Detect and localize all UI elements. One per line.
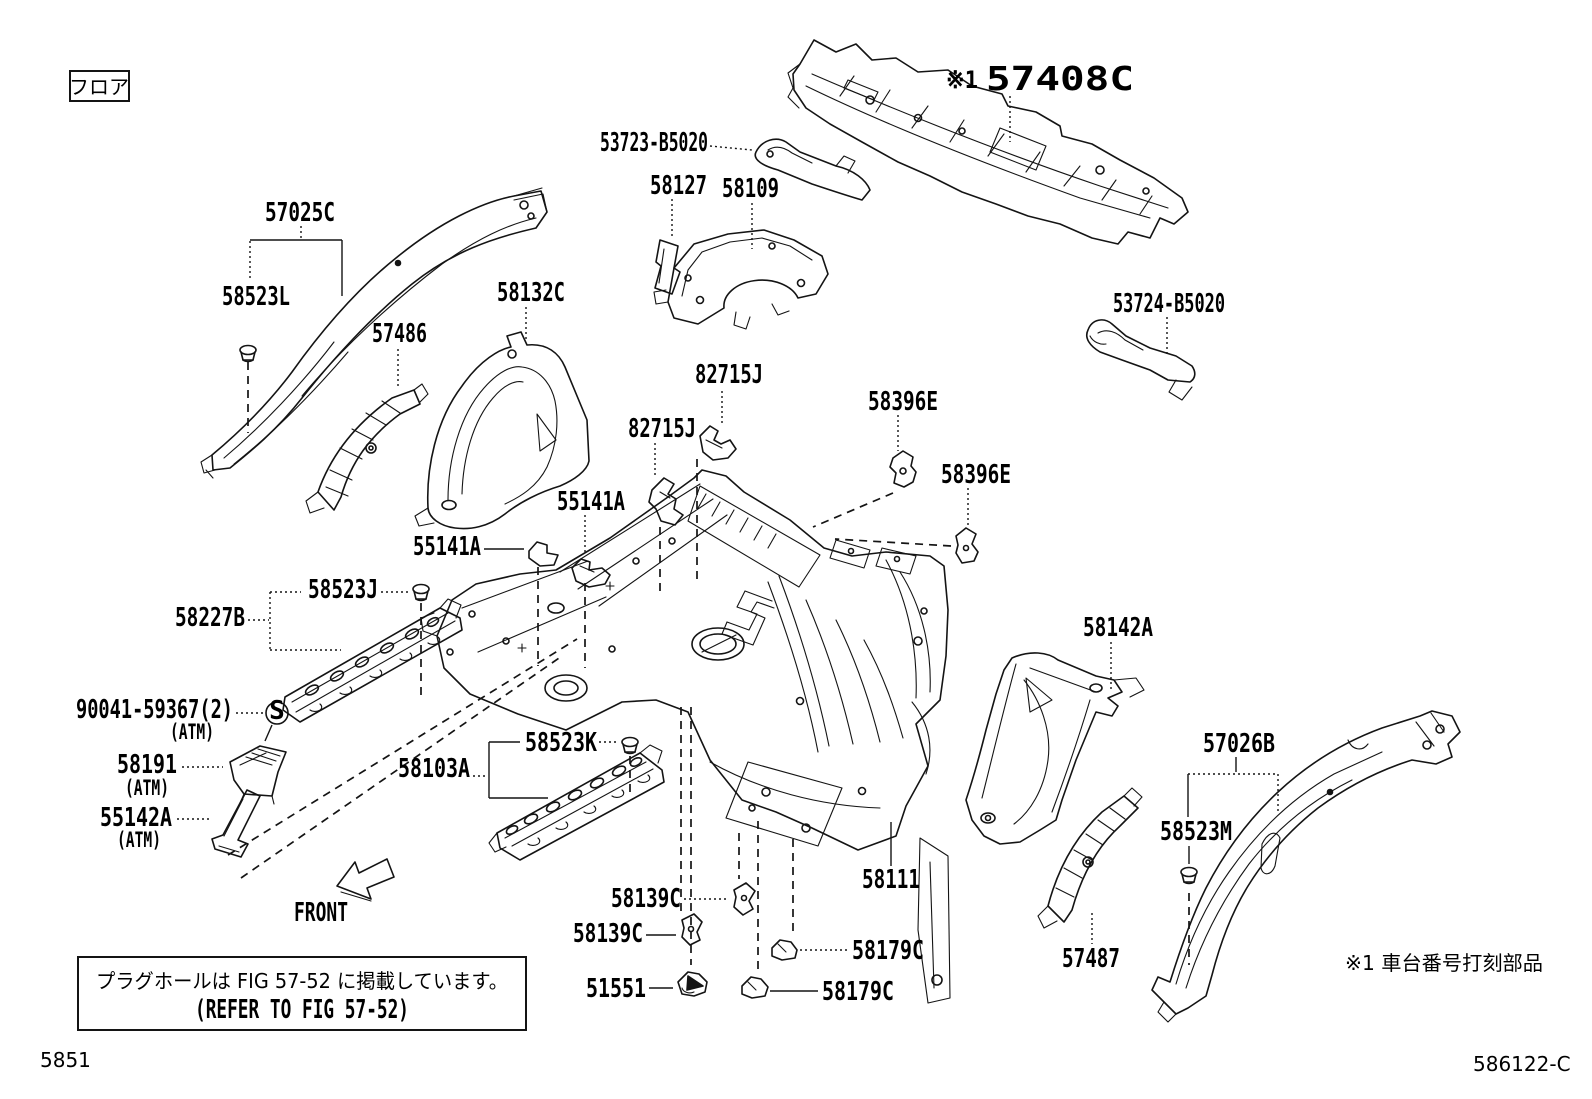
fastener-58523m: [1180, 866, 1198, 885]
leader-57025c-bracket: [250, 239, 343, 296]
part-label-58132c[interactable]: 58132C: [497, 278, 565, 308]
leader-58396e-1-dash: [812, 492, 894, 528]
part-label-58523l[interactable]: 58523L: [222, 282, 290, 312]
leader-58396e-2-dash: [834, 538, 952, 547]
leader-screw-symbol: [264, 724, 273, 742]
part-58127-bracket-drawing: [654, 239, 681, 295]
part-53724-bracket-drawing: [1085, 319, 1196, 401]
part-label-58523j[interactable]: 58523J: [308, 575, 378, 605]
page-code: 5851: [40, 1048, 91, 1072]
part-label-55141a-1[interactable]: 55141A: [557, 487, 625, 517]
part-label-55141a-2[interactable]: 55141A: [413, 532, 481, 562]
part-57408c-cowl-panel-drawing: [787, 39, 1189, 245]
part-label-58111[interactable]: 58111: [862, 865, 920, 895]
part-label-57408c-prefix: ※1: [946, 66, 978, 94]
note-line-1: プラグホールは FIG 57-52 に掲載しています。: [96, 969, 508, 993]
clip-82715j-1: [699, 425, 737, 461]
part-label-58103a[interactable]: 58103A: [398, 754, 470, 784]
note-box: [77, 956, 527, 1031]
part-53723-bracket-drawing: [754, 138, 871, 201]
part-label-58523m[interactable]: 58523M: [1160, 817, 1232, 847]
part-label-90041-59367-atm: (ATM): [170, 720, 214, 744]
leader-58227b-bracket: [248, 591, 341, 651]
clip-51551: [677, 971, 708, 997]
leader-lines: [177, 96, 1279, 992]
part-label-58191[interactable]: 58191: [117, 750, 177, 780]
front-arrow-icon: [336, 858, 395, 902]
clip-55141a-1: [571, 558, 611, 588]
figure-tag: フロア: [69, 75, 129, 99]
front-label: FRONT: [294, 898, 348, 928]
part-label-57026b[interactable]: 57026B: [1203, 729, 1275, 759]
part-58191-bracket-drawing: [229, 745, 287, 805]
part-58132c-wheelhouse-drawing: [414, 331, 590, 530]
clip-58179c-1: [771, 939, 798, 961]
part-label-51551[interactable]: 51551: [586, 974, 646, 1004]
part-label-58396e-1[interactable]: 58396E: [868, 387, 938, 417]
part-label-58179c-2[interactable]: 58179C: [822, 977, 894, 1007]
part-label-58142a[interactable]: 58142A: [1083, 613, 1153, 643]
part-label-57408c[interactable]: 57408C: [986, 59, 1134, 98]
part-58109-brace-drawing: [653, 229, 829, 330]
part-label-58139c-1[interactable]: 58139C: [611, 884, 681, 914]
part-label-58139c-2[interactable]: 58139C: [573, 919, 643, 949]
leader-atm-diagonal-1: [227, 638, 578, 856]
clip-58139c-1: [733, 882, 756, 916]
part-label-53723-b5020[interactable]: 53723-B5020: [600, 128, 708, 158]
figure-tag-box: [69, 70, 130, 102]
part-57025c-rail-drawing: [200, 187, 548, 479]
part-label-82715j-1[interactable]: 82715J: [695, 360, 763, 390]
leader-53723: [709, 145, 753, 151]
leader-58103a-bracket: [488, 741, 548, 799]
clip-58139c-2: [681, 913, 703, 946]
fastener-58523k: [621, 736, 639, 755]
part-57486-reinforcement-drawing: [305, 383, 429, 514]
screw-symbol: [265, 701, 289, 725]
part-label-53724-b5020[interactable]: 53724-B5020: [1113, 289, 1225, 319]
clip-55141a-2: [528, 541, 559, 567]
part-57487-reinforcement-drawing: [1037, 787, 1143, 929]
part-57026b-rail-drawing: [1151, 710, 1461, 1023]
part-58142a-bracket-drawing: [965, 652, 1145, 845]
fastener-58523l: [239, 344, 257, 363]
footnote: ※1 車台番号打刻部品: [1345, 951, 1543, 975]
clip-58179c-2: [741, 976, 769, 999]
note-line-2: (REFER TO FIG 57-52): [195, 995, 409, 1025]
part-label-58109[interactable]: 58109: [722, 174, 779, 204]
part-58111-floor-pan-drawing: [420, 469, 951, 1004]
part-label-57487[interactable]: 57487: [1062, 944, 1120, 974]
part-58227b-sill-drawing: [282, 598, 463, 723]
part-label-57025c[interactable]: 57025C: [265, 198, 335, 228]
part-label-58227b[interactable]: 58227B: [175, 603, 245, 633]
part-label-57486[interactable]: 57486: [372, 319, 427, 349]
leader-57026b-tick: [1187, 757, 1237, 864]
clip-58396e-2: [955, 527, 979, 564]
part-label-90041-59367[interactable]: 90041-59367(2): [76, 695, 233, 725]
part-label-58179c-1[interactable]: 58179C: [852, 936, 924, 966]
doc-code: 586122-C: [1473, 1052, 1571, 1076]
clip-58396e-1: [889, 450, 917, 488]
part-label-58523k[interactable]: 58523K: [525, 728, 597, 758]
leader-atm-diagonal-2: [240, 655, 563, 879]
part-label-58127[interactable]: 58127: [650, 171, 707, 201]
leader-57026b-bracket: [1188, 773, 1279, 813]
part-label-55142a-atm: (ATM): [117, 828, 161, 852]
part-label-55142a[interactable]: 55142A: [100, 803, 172, 833]
part-label-58191-atm: (ATM): [125, 776, 169, 800]
part-58103a-sill-drawing: [488, 744, 665, 861]
screw-symbol-letter: S: [269, 696, 285, 726]
part-label-58396e-2[interactable]: 58396E: [941, 460, 1011, 490]
fastener-58523j: [412, 583, 430, 602]
part-label-82715j-2[interactable]: 82715J: [628, 414, 696, 444]
clip-82715j-2: [648, 477, 684, 526]
part-55142a-bracket-drawing: [211, 789, 261, 858]
